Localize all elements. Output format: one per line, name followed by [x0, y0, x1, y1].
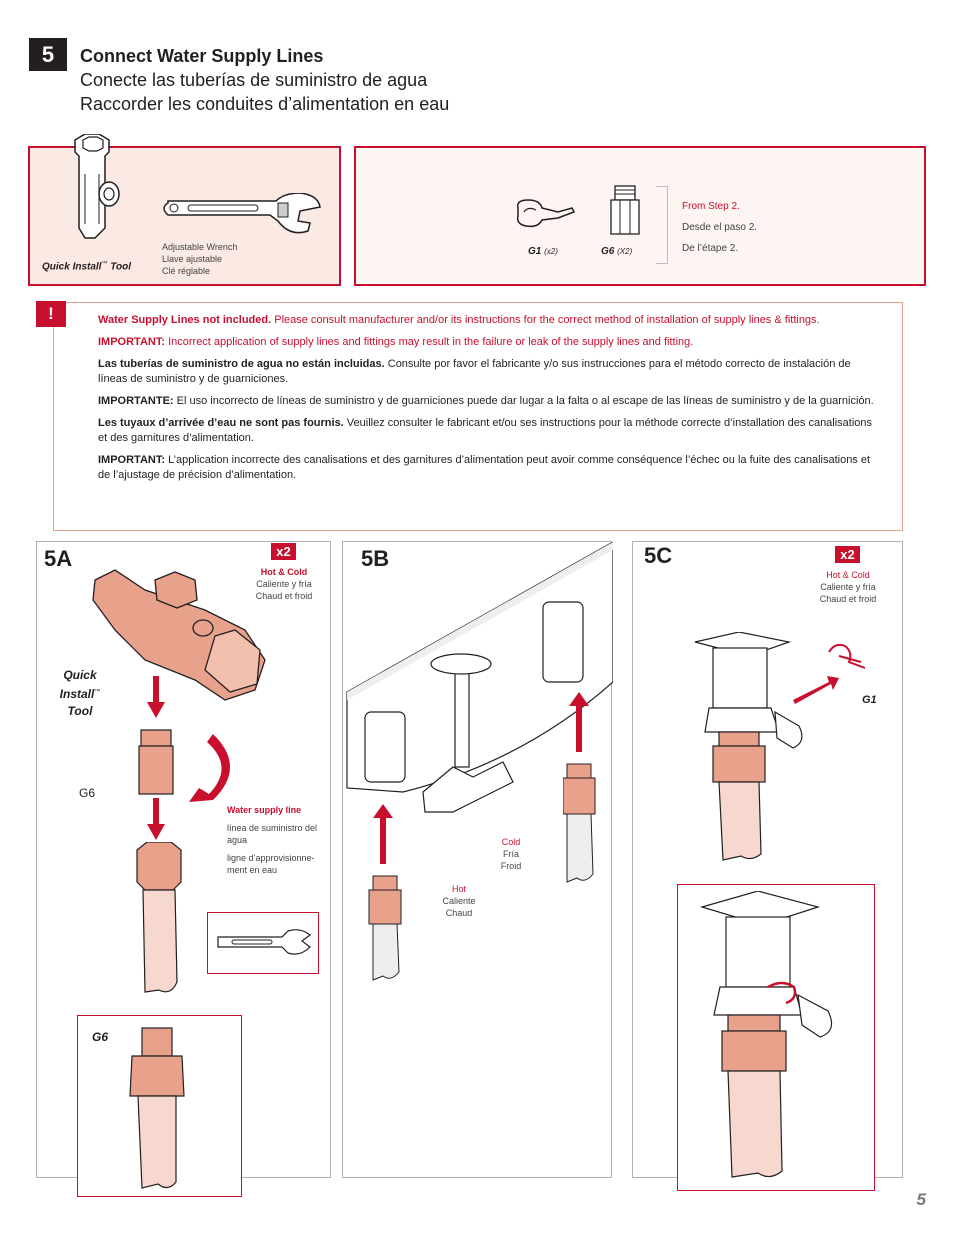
adjustable-wrench-icon — [163, 193, 321, 234]
panel-5a-supply-line-label: Water supply line línea de suministro de… — [227, 805, 318, 875]
g6-part-label: G6 (X2) — [601, 246, 633, 257]
panel-5b: 5B Cold Fría Froid Hot Caliente Chaud — [342, 541, 613, 1178]
parts-box: G1 (x2) G6 (X2) From Step 2. Desde el pa… — [354, 146, 926, 286]
warning-icon: ! — [36, 301, 66, 327]
panel-5a-tool-label: Quick Install™ Tool — [59, 668, 101, 718]
warning-p1: Water Supply Lines not included. Please … — [98, 314, 820, 326]
panel-5a-inset-g6-label: G6 — [92, 1030, 109, 1044]
warning-p5: Les tuyaux d’arrivée d’eau ne sont pas f… — [98, 417, 873, 444]
quick-install-tool-icon — [74, 134, 120, 239]
from-step-note: From Step 2. Desde el paso 2. De l’étape… — [682, 201, 758, 254]
panel-5a-g6-label: G6 — [79, 786, 96, 800]
wrench-inset — [207, 912, 319, 974]
g1-clip-icon — [516, 199, 576, 228]
g6-fitting-icon — [610, 185, 640, 235]
hot-supply-arrow-and-hose — [368, 804, 402, 981]
wrench-inset-icon — [217, 929, 311, 955]
sink-deck-valves-icon — [346, 542, 613, 813]
panel-5a-qty-badge: x2 — [271, 543, 296, 560]
panel-5c-label: 5C — [644, 543, 673, 568]
panel-5c-inset — [677, 884, 875, 1191]
valve-connection-icon — [694, 632, 866, 861]
panel-5c-hot-cold: Hot & Cold Caliente y fría Chaud et froi… — [819, 570, 877, 604]
warning-p3: Las tuberías de suministro de agua no es… — [98, 358, 851, 385]
warning-p4: IMPORTANTE: El uso incorrecto de líneas … — [98, 395, 874, 407]
warning-p2: IMPORTANT: Incorrect application of supp… — [98, 336, 694, 348]
installed-clip-icon — [699, 891, 833, 1178]
tools-box: Quick Install™ Tool Adjustable Wrench Ll… — [28, 134, 341, 286]
title-en: Connect Water Supply Lines — [80, 46, 324, 66]
cold-supply-arrow-and-hose — [563, 692, 596, 883]
page-number: 5 — [916, 1190, 926, 1209]
panel-5a-arrows-and-g6 — [138, 676, 230, 840]
g1-part-label: G1 (x2) — [528, 246, 558, 257]
title-es: Conecte las tuberías de suministro de ag… — [80, 70, 428, 90]
quick-install-tool-copper-icon — [92, 569, 266, 701]
panel-5c-g1-label: G1 — [862, 694, 877, 706]
hot-label: Hot Caliente Chaud — [442, 884, 476, 918]
warning-p6: IMPORTANT: L’application incorrecte des … — [98, 454, 871, 481]
panel-5c-qty-badge: x2 — [835, 546, 860, 563]
panel-5a-inset: G6 — [77, 1015, 242, 1197]
title-fr: Raccorder les conduites d’alimentation e… — [80, 94, 450, 114]
wrench-label: Adjustable Wrench Llave ajustable Clé ré… — [162, 242, 238, 276]
step-title: Connect Water Supply Lines Conecte las t… — [80, 44, 449, 116]
warning-text: Water Supply Lines not included. Please … — [98, 313, 878, 490]
panel-5a-label: 5A — [44, 546, 73, 571]
bracket — [656, 186, 668, 264]
cold-label: Cold Fría Froid — [500, 837, 522, 871]
supply-hose-icon — [136, 842, 182, 993]
panel-5b-label: 5B — [361, 546, 390, 571]
hose-with-g6-icon — [129, 1027, 185, 1189]
step-number: 5 — [29, 38, 67, 71]
warning-box — [53, 302, 903, 531]
quick-install-tool-label: Quick Install™ Tool — [42, 261, 131, 273]
panel-5a-hot-cold: Hot & Cold Caliente y fría Chaud et froi… — [255, 567, 313, 601]
